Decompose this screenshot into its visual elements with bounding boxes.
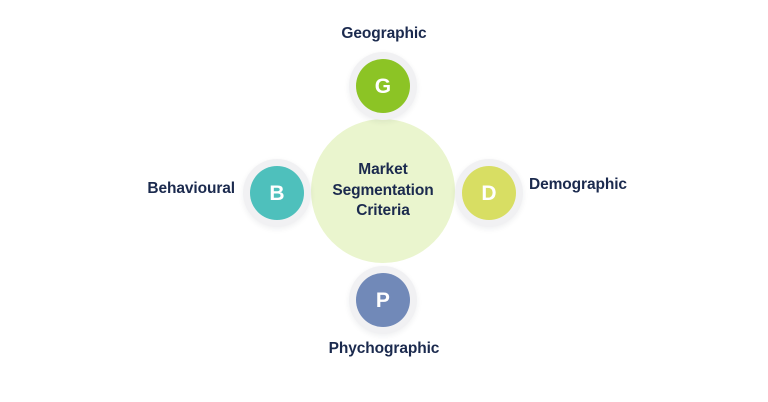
node-behavioural-circle: B bbox=[250, 166, 304, 220]
node-behavioural[interactable]: B bbox=[243, 159, 311, 227]
node-geographic-circle: G bbox=[356, 59, 410, 113]
node-psychographic-letter: P bbox=[375, 288, 391, 312]
node-geographic[interactable]: G bbox=[349, 52, 417, 120]
node-demographic-letter: D bbox=[481, 181, 497, 205]
node-psychographic-label: Phychographic bbox=[328, 340, 440, 357]
node-psychographic[interactable]: P bbox=[349, 266, 417, 334]
node-geographic-label: Geographic bbox=[341, 25, 427, 42]
center-hub-title: Market Segmentation Criteria bbox=[332, 161, 434, 220]
node-behavioural-label: Behavioural bbox=[147, 180, 235, 197]
node-geographic-letter: G bbox=[374, 74, 392, 98]
center-hub: Market Segmentation Criteria bbox=[311, 119, 455, 263]
node-behavioural-letter: B bbox=[269, 181, 285, 205]
node-demographic-label: Demographic bbox=[529, 176, 627, 193]
node-demographic[interactable]: D bbox=[455, 159, 523, 227]
node-psychographic-circle: P bbox=[356, 273, 410, 327]
node-demographic-circle: D bbox=[462, 166, 516, 220]
